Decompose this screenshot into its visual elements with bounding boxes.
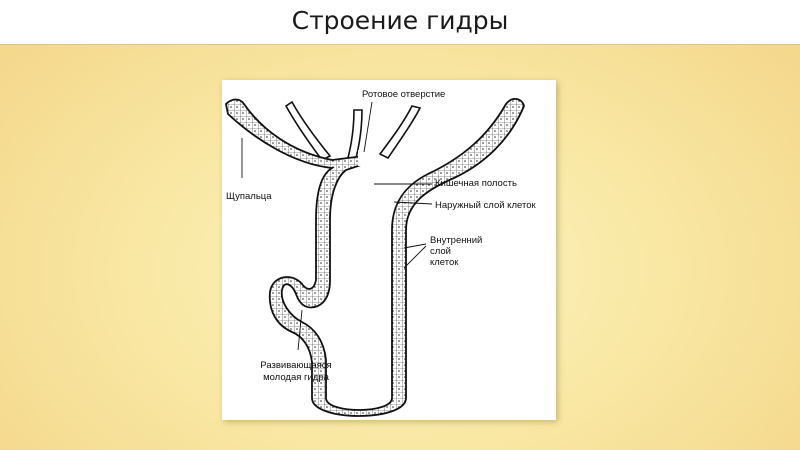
mouth-gap — [358, 150, 368, 166]
title-band: Строение гидры — [0, 0, 800, 45]
hydra-diagram — [225, 98, 525, 417]
pointer-lines — [241, 101, 433, 351]
hydra-body — [225, 98, 525, 417]
label-gut-cavity: Кишечная полость — [435, 178, 517, 189]
thin-tentacles — [284, 100, 422, 162]
hydra-diagram-card: Ротовое отверстие Щупальца Кишечная поло… — [222, 80, 556, 420]
label-outer-layer: Наружный слой клеток — [435, 200, 536, 211]
label-bud-line2: молодая гидра — [263, 372, 329, 383]
body-wall — [225, 98, 525, 417]
label-bud-line1: Развивающаяся — [260, 360, 332, 371]
label-tentacles: Щупальца — [226, 191, 272, 202]
label-mouth: Ротовое отверстие — [362, 89, 446, 100]
label-inner-layer-line3: клеток — [430, 257, 459, 268]
label-inner-layer-line1: Внутренний — [430, 235, 483, 246]
label-inner-layer-line2: слой — [430, 246, 451, 257]
slide-title: Строение гидры — [291, 6, 509, 35]
